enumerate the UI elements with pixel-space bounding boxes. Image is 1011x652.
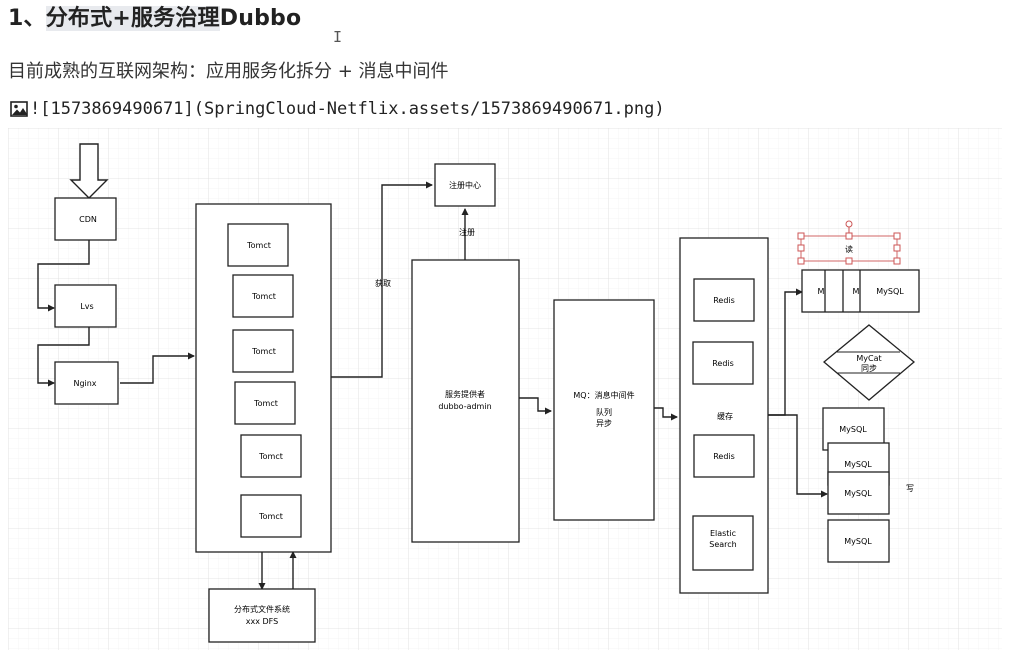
tomcat-label: Tomct [253,399,278,408]
registry-node: 注册中心 [434,163,496,207]
mysql-label: MySQL [876,287,904,296]
text-cursor-icon: I [333,28,343,46]
provider-label-line1: 服务提供者 [445,389,485,399]
cache-cluster: Redis Redis 缓存 Redis Elastic Search [679,237,769,594]
registry-label: 注册中心 [449,180,481,190]
mq-label-line3: 异步 [596,419,612,428]
traffic-in-arrow [69,143,109,199]
mysql-label: MySQL [844,489,872,498]
page-heading: 1、分布式+服务治理Dubbo [8,0,301,32]
tomcat-label: Tomct [251,347,276,356]
provider-label-line2: dubbo-admin [438,402,491,411]
redis-label: Redis [712,359,734,368]
nginx-label: Nginx [73,379,96,388]
heading-number: 1、 [8,6,46,31]
image-icon [10,101,28,117]
heading-suffix: Dubbo [219,6,302,31]
fetch-connector [331,181,433,378]
cache-label: 缓存 [717,411,733,421]
register-label: 注册 [459,227,475,237]
provider-to-mq-connector [519,397,552,415]
cdn-label: CDN [79,215,97,224]
mycat-node: MyCat 同步 [822,324,916,401]
mysql-label: MySQL [839,425,867,434]
mq-node: MQ：消息中间件 队列 异步 [553,299,655,521]
elastic-label-line1: Elastic [710,529,736,538]
cache-to-write-connector [768,414,828,498]
tomcat-label: Tomct [258,512,283,521]
mycat-label-line1: MyCat [856,354,881,363]
mq-label-line1: MQ：消息中间件 [573,390,634,400]
mysql-partial-label: M [818,287,825,296]
subtitle-text: 目前成熟的互联网架构：应用服务化拆分 + 消息中间件 [8,61,449,82]
mysql-label: MySQL [844,537,872,546]
provider-node: 服务提供者 dubbo-admin [411,259,520,543]
read-label: 读 [845,244,853,254]
cdn-to-lvs-connector [37,240,90,312]
lvs-label: Lvs [80,302,93,311]
elastic-label-line2: Search [709,540,736,549]
write-label: 写 [906,484,914,493]
dfs-node: 分布式文件系统 xxx DFS [208,588,316,643]
mysql-partial-label: M [853,287,860,296]
image-reference-text: ![1573869490671](SpringCloud-Netflix.ass… [30,99,665,119]
write-mysql-group: MySQL MySQL MySQL MySQL [822,407,890,563]
mysql-label: MySQL [844,460,872,469]
redis-label: Redis [713,296,735,305]
lvs-to-nginx-connector [37,327,90,387]
image-reference[interactable]: ![1573869490671](SpringCloud-Netflix.ass… [10,99,665,119]
tomcat-label: Tomct [246,241,271,250]
architecture-diagram: CDN Lvs Nginx Tomct Tomct Tomct Tomct To… [8,128,1002,650]
tomcat-label: Tomct [251,292,276,301]
dfs-label-line2: xxx DFS [246,617,278,626]
nginx-to-cluster-connector [120,352,195,384]
tomcat-label: Tomct [258,452,283,461]
mq-label-line2: 队列 [596,407,612,417]
app-server-cluster: Tomct Tomct Tomct Tomct Tomct Tomct [195,203,332,553]
read-mysql-stack: M M MySQL [801,269,920,313]
cdn-node: CDN [54,197,117,241]
fetch-label: 获取 [375,278,391,288]
dfs-label-line1: 分布式文件系统 [234,604,290,614]
mq-to-cache-connector [654,407,678,421]
heading-main: 分布式+服务治理 [45,6,220,31]
read-label-selection[interactable]: 读 [797,220,901,265]
lvs-node: Lvs [54,284,117,328]
redis-label: Redis [713,452,735,461]
nginx-node: Nginx [54,361,119,405]
mycat-label-line2: 同步 [861,364,877,373]
